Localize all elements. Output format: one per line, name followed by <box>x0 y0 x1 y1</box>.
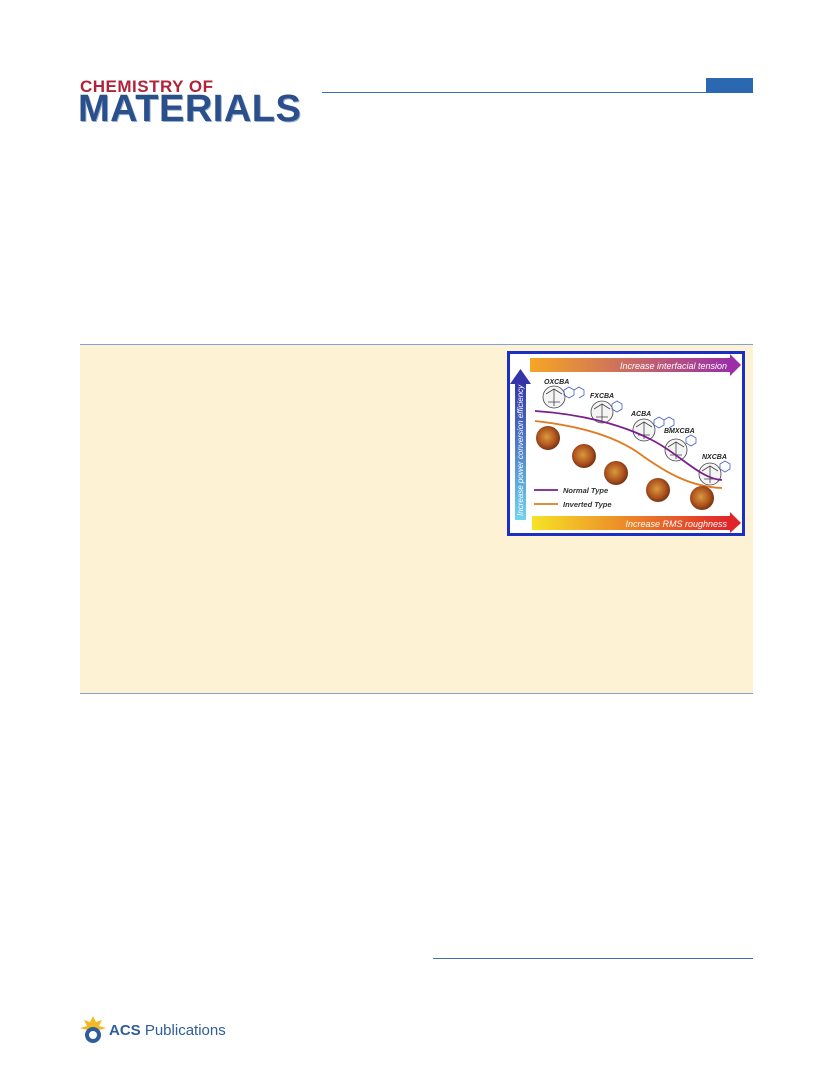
legend-inverted-label: Inverted Type <box>563 500 612 509</box>
compound-label-acba: ACBA <box>630 411 651 418</box>
toc-graphic-svg: Increase interfacial tension Increase po… <box>510 354 741 533</box>
fullerene-fxcba <box>590 400 623 424</box>
legend-normal-label: Normal Type <box>563 486 608 495</box>
acs-publications-bold: ACS <box>109 1022 141 1039</box>
afm-image-2 <box>572 444 596 468</box>
toc-graphic: Increase interfacial tension Increase po… <box>507 351 745 536</box>
afm-images <box>536 426 714 510</box>
top-arrow <box>530 354 741 376</box>
acs-publications-logo: ACS Publications <box>109 1022 226 1039</box>
compound-label-bmxcba: BMXCBA <box>664 428 695 435</box>
compound-label-oxcba: OXCBA <box>544 379 569 386</box>
afm-image-5 <box>690 486 714 510</box>
vertical-arrow-label: Increase power conversion efficiency <box>516 384 525 516</box>
vertical-arrow <box>510 369 531 520</box>
header-rule <box>322 92 753 93</box>
bottom-arrow-label: Increase RMS roughness <box>625 519 727 529</box>
acs-logo-icon <box>80 1016 106 1043</box>
afm-image-4 <box>646 478 670 502</box>
top-arrow-label: Increase interfacial tension <box>620 361 727 371</box>
acs-publications-rest: Publications <box>140 1022 226 1039</box>
footer-rule <box>433 958 753 959</box>
fullerene-nxcba <box>698 460 731 486</box>
afm-image-1 <box>536 426 560 450</box>
journal-name-line1: CHEMISTRY OF <box>80 77 214 96</box>
header-tab <box>706 78 753 93</box>
fullerene-bmxcba <box>664 434 697 462</box>
afm-image-3 <box>604 461 628 485</box>
fullerene-molecules <box>542 385 731 486</box>
compound-label-nxcba: NXCBA <box>702 454 727 461</box>
inverted-type-curve <box>534 420 723 489</box>
bottom-arrow <box>532 512 741 533</box>
legend: Normal Type Inverted Type <box>534 486 612 509</box>
normal-type-curve <box>534 410 723 481</box>
compound-label-fxcba: FXCBA <box>590 393 614 400</box>
journal-name-line2: MATERIALS <box>78 88 302 130</box>
fullerene-oxcba <box>542 385 585 409</box>
